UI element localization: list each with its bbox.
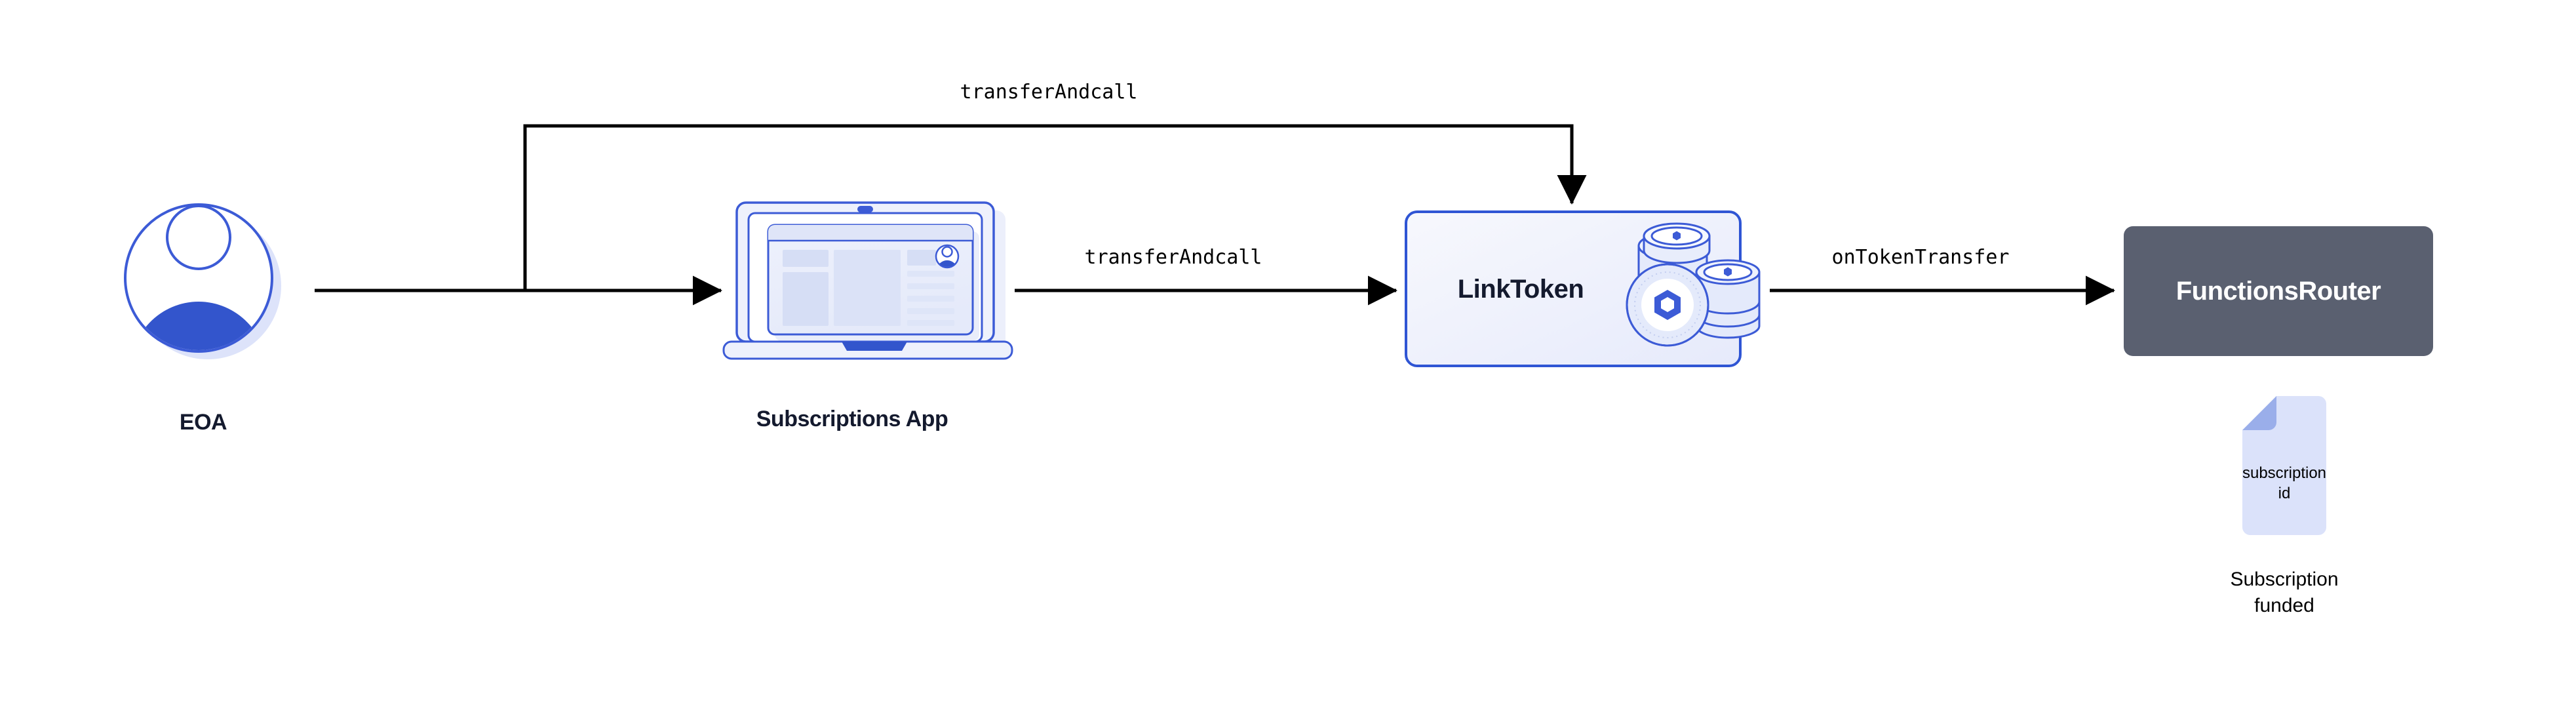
edge-label-on-token-transfer: onTokenTransfer: [1831, 246, 2010, 269]
document-text-line-2: id: [2278, 485, 2291, 502]
user-avatar-icon: [124, 203, 281, 359]
link-coins-icon: [1626, 222, 1761, 347]
laptop-dashboard-icon: [722, 201, 1013, 360]
functions-router-label: FunctionsRouter: [2176, 276, 2381, 306]
functions-router-box[interactable]: [2124, 226, 2433, 356]
document-text-line-1: subscription: [2242, 464, 2327, 482]
eoa-label: EOA: [179, 410, 227, 435]
subscription-funded-caption-line-1: Subscription: [2230, 568, 2339, 590]
link-token-label: LinkToken: [1457, 274, 1584, 304]
subscriptions-app-label: Subscriptions App: [756, 407, 948, 431]
edge-label-transfer-and-call-middle: transferAndcall: [1084, 246, 1262, 269]
document-icon: [2242, 396, 2326, 535]
subscription-funded-caption-line-2: funded: [2254, 595, 2314, 616]
edge-label-transfer-and-call-top: transferAndcall: [960, 81, 1138, 104]
edge-eoa-to-linktoken-top: [523, 124, 1587, 290]
